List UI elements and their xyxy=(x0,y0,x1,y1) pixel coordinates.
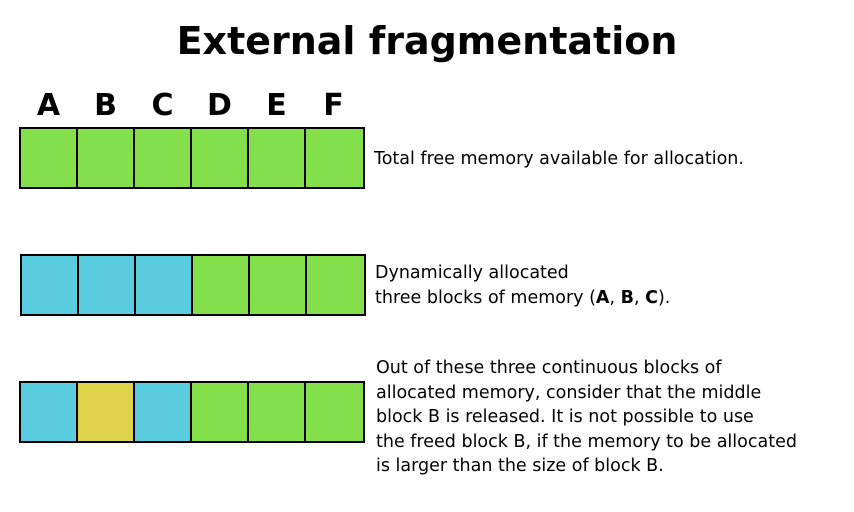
caption-block-c: C xyxy=(645,287,658,308)
memory-row-fragmented xyxy=(19,381,365,443)
caption-allocated-line2: three blocks of memory (A, B, C). xyxy=(375,286,670,311)
caption-fragmented-line: block B is released. It is not possible … xyxy=(376,407,754,427)
caption-fragmented-line: allocated memory, consider that the midd… xyxy=(376,382,762,403)
column-label-d: D xyxy=(207,88,232,123)
memory-block-c xyxy=(135,129,192,187)
caption-fragmented-line: is larger than the size of block B. xyxy=(376,456,664,476)
caption-separator: , xyxy=(609,287,621,308)
memory-block-a xyxy=(21,129,78,187)
memory-block-f xyxy=(306,383,363,441)
column-label-b: B xyxy=(94,88,117,123)
memory-block-e xyxy=(250,256,307,314)
diagram-title: External fragmentation xyxy=(176,19,678,63)
column-label-f: F xyxy=(323,88,344,123)
column-label-e: E xyxy=(266,88,287,123)
memory-block-a xyxy=(21,383,78,441)
memory-block-d xyxy=(192,383,249,441)
memory-block-a xyxy=(22,256,79,314)
column-label-a: A xyxy=(36,88,61,123)
memory-block-f xyxy=(307,256,364,314)
caption-text: ). xyxy=(657,287,671,308)
caption-text: three blocks of memory ( xyxy=(375,287,596,308)
memory-block-d xyxy=(192,129,249,187)
memory-block-e xyxy=(249,383,306,441)
caption-allocated: Dynamically allocated three blocks of me… xyxy=(375,261,670,310)
memory-block-f xyxy=(306,129,363,187)
caption-block-b: B xyxy=(620,287,634,308)
caption-free-memory: Total free memory available for allocati… xyxy=(374,149,744,169)
memory-block-c xyxy=(135,383,192,441)
memory-block-b xyxy=(79,256,136,314)
memory-block-d xyxy=(193,256,250,314)
caption-fragmented-line: Out of these three continuous blocks of xyxy=(376,358,722,378)
caption-fragmented-line: the freed block B, if the memory to be a… xyxy=(376,431,797,452)
memory-row-allocated xyxy=(20,254,366,316)
memory-block-e xyxy=(249,129,306,187)
caption-fragmented: Out of these three continuous blocks of … xyxy=(376,356,797,479)
memory-block-c xyxy=(136,256,193,314)
column-label-c: C xyxy=(151,88,174,123)
memory-block-b xyxy=(78,383,135,441)
memory-row-free xyxy=(19,127,365,189)
caption-block-a: A xyxy=(595,287,610,308)
caption-allocated-line1: Dynamically allocated xyxy=(375,263,569,283)
caption-separator: , xyxy=(633,287,646,308)
memory-block-b xyxy=(78,129,135,187)
